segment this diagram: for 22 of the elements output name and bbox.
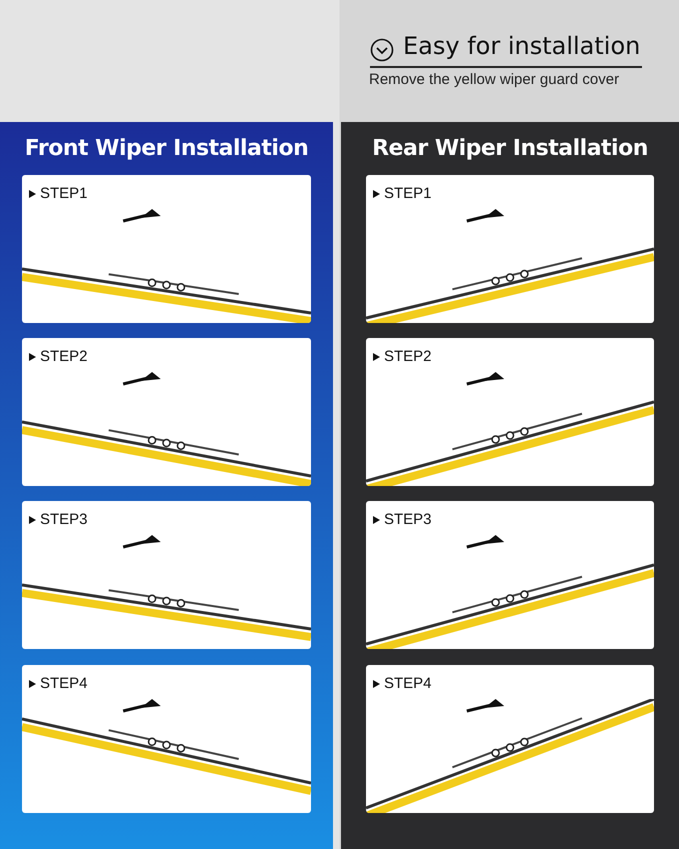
step-card: [22, 665, 311, 813]
step-card: [22, 501, 311, 649]
subtitle: Remove the yellow wiper guard cover: [369, 71, 620, 88]
step-label: STEP1: [384, 185, 432, 202]
step-label: STEP4: [40, 675, 88, 692]
step-label: STEP2: [384, 348, 432, 365]
panel-heading: Front Wiper Installation: [24, 136, 310, 161]
panel-heading: Rear Wiper Installation: [371, 136, 649, 161]
step-card: [366, 665, 654, 813]
step-card: [366, 501, 654, 649]
panel: [0, 122, 333, 849]
step-label: STEP3: [40, 511, 88, 528]
step-label: STEP1: [40, 185, 88, 202]
step-card: [22, 338, 311, 486]
step-card: [22, 175, 311, 323]
step-label: STEP2: [40, 348, 88, 365]
step-label: STEP3: [384, 511, 432, 528]
step-card: [366, 175, 654, 323]
panel: [341, 122, 679, 849]
step-label: STEP4: [384, 675, 432, 692]
title: Easy for installation: [403, 32, 640, 60]
step-card: [366, 338, 654, 486]
